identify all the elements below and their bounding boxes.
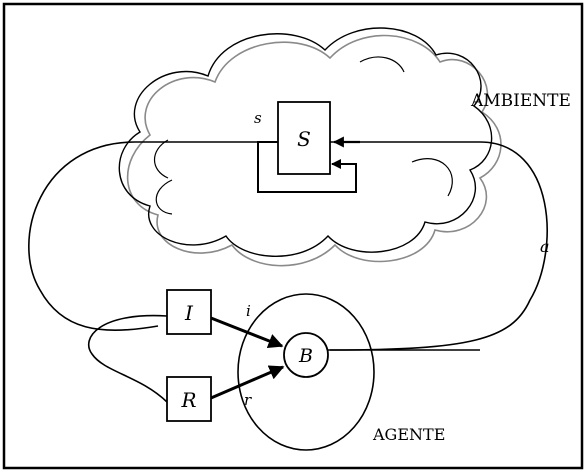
edge-a-loop — [329, 141, 548, 351]
agent-circle — [237, 293, 375, 451]
cloud-inner-scallop-left2 — [155, 179, 173, 215]
edge-a-label: a — [540, 237, 550, 256]
box-R — [166, 376, 212, 422]
box-R-label: R — [180, 388, 196, 412]
box-I-label: I — [184, 301, 194, 325]
edge-r-arrow — [210, 365, 285, 400]
box-S — [277, 101, 331, 175]
box-S-label: S — [297, 127, 311, 151]
edge-s-line — [28, 141, 278, 332]
ir-loop — [87, 314, 168, 403]
environment-cloud — [118, 27, 502, 267]
cloud-outline-black — [118, 27, 493, 257]
edge-s-label: s — [254, 109, 262, 127]
cloud-inner-scallop-top — [359, 56, 405, 73]
cloud-inner-scallop-right — [411, 158, 453, 197]
node-B-label: B — [298, 345, 313, 367]
cloud-inner-scallop-left — [153, 139, 169, 179]
box-I — [166, 289, 212, 335]
agent-label: AGENTE — [372, 425, 445, 444]
node-B — [283, 332, 329, 378]
environment-label: AMBIENTE — [470, 91, 571, 111]
figure-frame — [2, 2, 584, 470]
cloud-outline-gray — [126, 34, 502, 267]
edge-r-label: r — [244, 391, 252, 409]
edge-i-arrow — [210, 316, 284, 349]
edge-i-label: i — [246, 302, 251, 320]
